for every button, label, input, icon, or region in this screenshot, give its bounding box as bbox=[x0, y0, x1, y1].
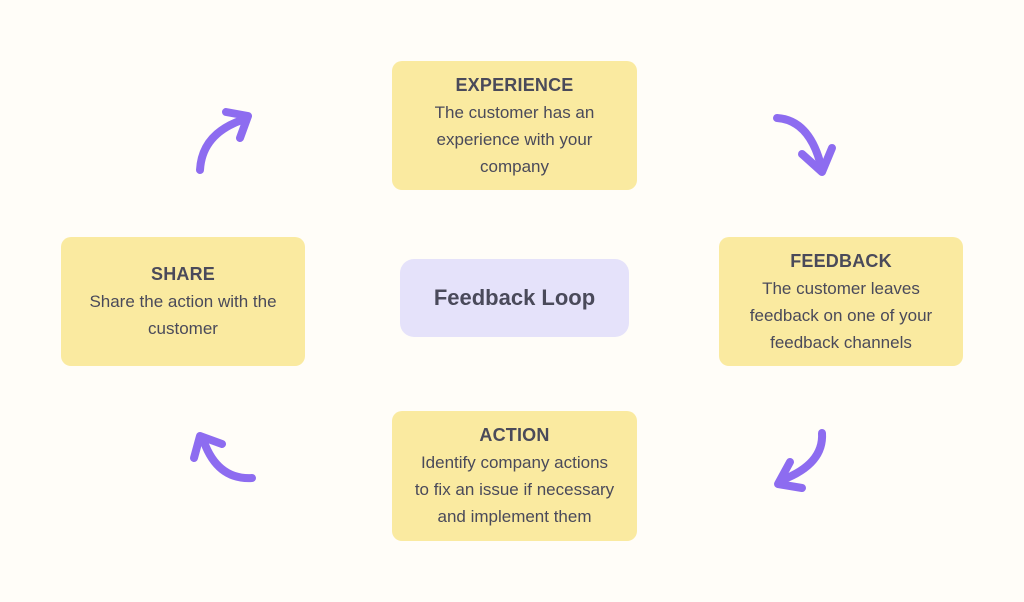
share-title: SHARE bbox=[150, 264, 215, 284]
feedback-description: The customer leaves feedback on one of y… bbox=[749, 278, 933, 352]
share-description: Share the action with the customer bbox=[89, 292, 277, 338]
experience-card: EXPERIENCE The customer has an experienc… bbox=[392, 61, 637, 190]
center-label: Feedback Loop bbox=[433, 285, 596, 310]
share-card: SHARE Share the action with the customer bbox=[61, 237, 305, 366]
center-label-card: Feedback Loop bbox=[400, 259, 629, 337]
feedback-title: FEEDBACK bbox=[790, 250, 892, 271]
curved-arrow-icon bbox=[774, 429, 827, 492]
experience-description: The customer has an experience with your… bbox=[434, 102, 595, 176]
action-description: Identify company actions to fix an issue… bbox=[414, 453, 615, 526]
action-card: ACTION Identify company actions to fix a… bbox=[392, 411, 637, 541]
curved-arrow-icon bbox=[196, 108, 252, 174]
curved-arrow-icon bbox=[773, 114, 836, 176]
action-title: ACTION bbox=[479, 425, 550, 445]
feedback-card: FEEDBACK The customer leaves feedback on… bbox=[719, 237, 963, 366]
experience-title: EXPERIENCE bbox=[455, 74, 574, 95]
curved-arrow-icon bbox=[190, 432, 256, 483]
